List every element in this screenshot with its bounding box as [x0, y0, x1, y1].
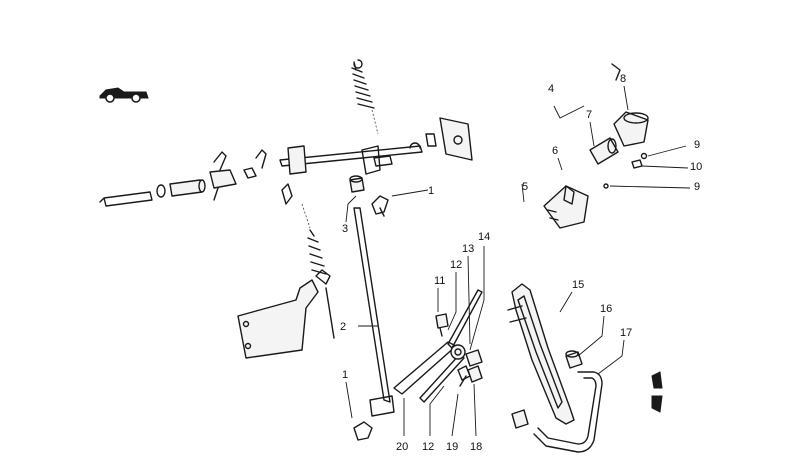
- callout-16: 16: [600, 303, 612, 315]
- cross-shaft-assembly: [279, 117, 473, 175]
- callout-12-upper: 12: [450, 259, 462, 271]
- callout-8: 8: [620, 73, 626, 85]
- bush-18: [467, 365, 483, 383]
- callout-6: 6: [552, 145, 558, 157]
- edge-detail: [651, 371, 663, 413]
- pedal-bracket-left: [237, 203, 335, 359]
- callout-15: 15: [572, 279, 584, 291]
- callout-7: 7: [586, 109, 592, 121]
- callout-9-lower: 9: [694, 181, 700, 193]
- screw-9-lower: [603, 183, 609, 189]
- callout-14: 14: [478, 231, 490, 243]
- callout-9-upper: 9: [694, 139, 700, 151]
- leader-lines: [345, 85, 691, 437]
- callout-10: 10: [690, 161, 702, 173]
- clip-1-upper: [371, 195, 389, 217]
- nut-10: [631, 159, 643, 169]
- washer-12-lower: [457, 365, 471, 381]
- pivot-bearing-13: [450, 344, 483, 367]
- callout-2: 2: [340, 321, 346, 333]
- callout-3: 3: [342, 223, 348, 235]
- switch-housing-8: [611, 63, 649, 147]
- callout-17: 17: [620, 327, 632, 339]
- accelerator-pedal-15: [507, 283, 575, 425]
- bolt-11: [435, 313, 449, 337]
- pedal-shaft-17: [511, 371, 603, 453]
- callout-4: 4: [548, 83, 554, 95]
- callout-1-lower: 1: [342, 369, 348, 381]
- callout-20: 20: [396, 441, 408, 453]
- return-spring-upper: [351, 59, 379, 135]
- linkage-lever-left: [209, 149, 293, 205]
- callout-18: 18: [470, 441, 482, 453]
- switch-body-5: [543, 185, 589, 229]
- callout-19: 19: [446, 441, 458, 453]
- callout-13: 13: [462, 243, 474, 255]
- switch-plunger-7: [589, 137, 619, 165]
- pin-19: [459, 375, 467, 387]
- clip-1-lower: [353, 421, 373, 441]
- screw-9-upper: [640, 152, 648, 160]
- bushing-3: [349, 175, 365, 193]
- callout-11: 11: [434, 275, 445, 287]
- callout-1-upper: 1: [428, 185, 434, 197]
- bushing-16: [565, 350, 583, 369]
- callout-5: 5: [522, 181, 528, 193]
- pushrod-left: [99, 179, 206, 207]
- connecting-rod-2: [353, 207, 395, 417]
- callout-labels: 1 3 2 4 5 6 7 8 9 10 9 11 12 13 14 15 16…: [340, 73, 702, 453]
- callout-12-lower: 12: [422, 441, 434, 453]
- car-side-icon: [99, 87, 149, 103]
